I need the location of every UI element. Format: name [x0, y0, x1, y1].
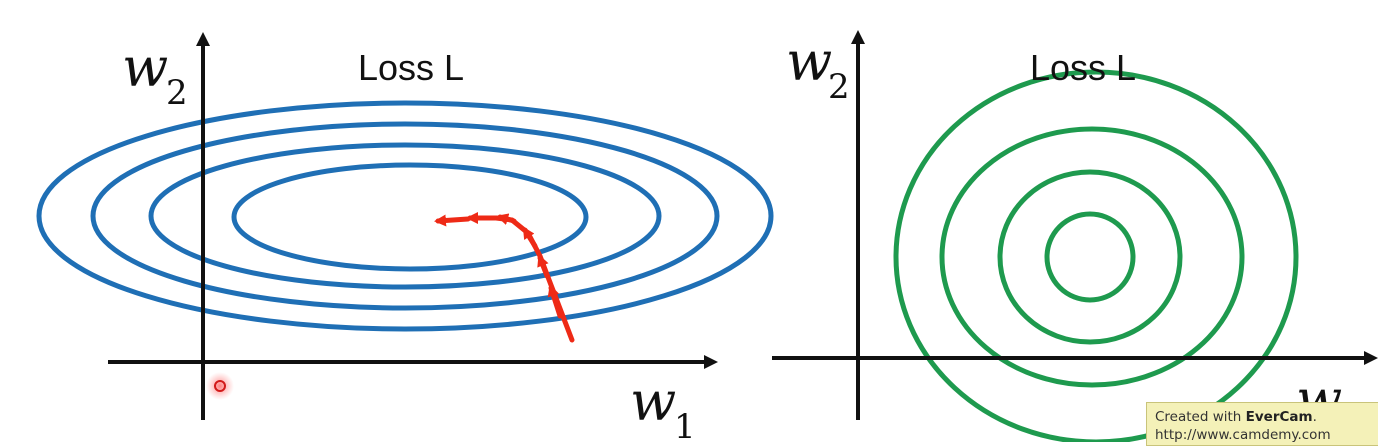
path-step-3: [522, 226, 538, 249]
mouse-cursor-indicator: [206, 372, 234, 400]
left-contours: [36, 100, 774, 332]
watermark-url[interactable]: http://www.camdemy.com: [1155, 427, 1331, 443]
left-x-label: w: [630, 370, 676, 433]
right-contour-outer: [893, 69, 1299, 442]
gradient-descent-path: [434, 212, 575, 343]
path-step-2: [537, 254, 550, 279]
left-plot: Loss L w 2 w 1: [36, 32, 774, 442]
right-y-subscript: 2: [828, 67, 850, 107]
right-contour-3: [939, 126, 1245, 388]
right-contour-2: [997, 169, 1183, 345]
left-y-label: w: [122, 36, 168, 99]
path-step-4: [496, 213, 517, 225]
left-y-subscript: 2: [166, 73, 188, 113]
path-step-1: [547, 284, 563, 319]
left-x-subscript: 1: [674, 407, 696, 442]
left-contour-3: [90, 121, 720, 311]
left-contour-2: [148, 142, 662, 290]
right-plot: Loss L w 2 w 1: [772, 30, 1378, 442]
right-contours: [893, 69, 1299, 442]
left-contour-inner: [231, 162, 589, 272]
right-y-label: w: [786, 30, 832, 93]
watermark-suffix: .: [1312, 409, 1317, 425]
left-title: Loss L: [358, 47, 464, 88]
watermark-prefix: Created with: [1155, 409, 1246, 425]
right-title: Loss L: [1030, 47, 1136, 88]
right-contour-inner: [1044, 211, 1136, 303]
evercam-watermark: Created with EverCam. http://www.camdemy…: [1146, 402, 1378, 446]
watermark-brand: EverCam: [1245, 409, 1313, 425]
path-step-6: [434, 214, 471, 227]
left-contour-outer: [36, 100, 774, 332]
